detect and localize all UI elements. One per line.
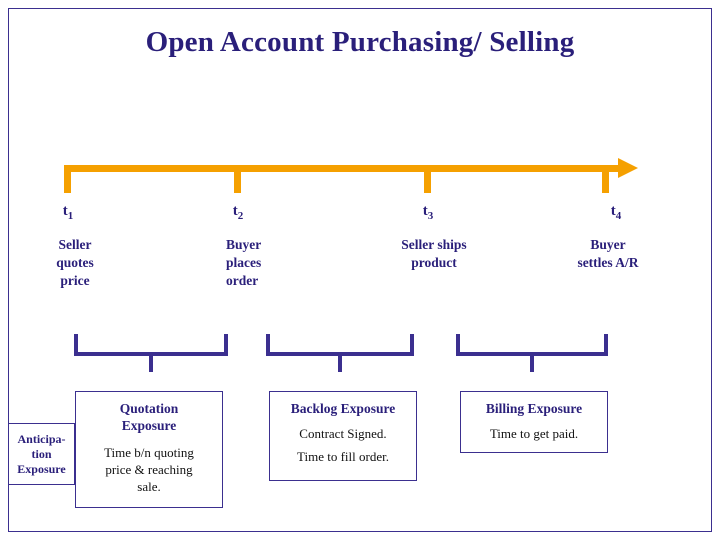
event-label-4: Buyer settles A/R: [548, 236, 668, 272]
event-label-1-line-2: quotes: [56, 255, 94, 270]
bracket-billing-stem: [530, 356, 534, 372]
anticipation-line-3: Exposure: [17, 461, 66, 476]
exposure-quotation-title-line-2: Exposure: [121, 418, 177, 433]
event-label-3-line-1: Seller ships: [401, 237, 467, 252]
bracket-backlog-stem: [338, 356, 342, 372]
exposure-billing-title: Billing Exposure: [485, 401, 583, 416]
exposure-backlog-body-line-1: Contract Signed.: [299, 426, 387, 441]
bracket-quotation: [74, 334, 228, 356]
timeline-label-t3-base: t: [422, 203, 428, 219]
slide-border: [8, 8, 712, 532]
anticipation-exposure-box: Anticipa- tion Exposure: [9, 423, 75, 485]
timeline-tick-2: [234, 165, 241, 193]
timeline-label-t4-base: t: [610, 203, 616, 219]
anticipation-line-2: tion: [31, 446, 52, 461]
bracket-backlog: [266, 334, 414, 356]
timeline-tick-1: [64, 165, 71, 193]
event-label-1-line-1: Seller: [58, 237, 92, 252]
event-label-2-line-3: order: [226, 273, 259, 288]
timeline-label-t1: t1: [48, 203, 88, 222]
timeline-label-t4-sub: 4: [615, 210, 622, 222]
timeline-label-t4: t4: [596, 203, 636, 222]
exposure-quotation-body-line-3: sale.: [137, 479, 161, 494]
timeline-tick-3: [424, 165, 431, 193]
timeline-axis: [64, 165, 622, 172]
timeline-label-t2-sub: 2: [237, 210, 244, 222]
exposure-box-billing: Billing Exposure Time to get paid.: [460, 391, 608, 453]
timeline-tick-4: [602, 165, 609, 193]
event-label-3: Seller ships product: [374, 236, 494, 272]
event-label-2-line-1: Buyer: [226, 237, 262, 252]
exposure-quotation-title-line-1: Quotation: [119, 401, 179, 416]
page-title: Open Account Purchasing/ Selling: [145, 26, 575, 58]
event-label-2: Buyer places order: [192, 236, 346, 290]
timeline-label-t2-base: t: [232, 203, 238, 219]
bracket-billing: [456, 334, 608, 356]
exposure-box-backlog: Backlog Exposure Contract Signed. Time t…: [269, 391, 417, 481]
exposure-backlog-title: Backlog Exposure: [290, 401, 396, 416]
timeline-label-t3-sub: 3: [427, 210, 434, 222]
exposure-backlog-body-line-2: Time to fill order.: [297, 449, 389, 464]
event-label-2-line-2: places: [226, 255, 262, 270]
anticipation-exposure-label: Anticipa- tion Exposure: [17, 432, 65, 477]
event-label-1: Seller quotes price: [15, 236, 135, 290]
timeline-label-t1-sub: 1: [67, 210, 74, 222]
exposure-quotation-body-line-2: price & reaching: [105, 462, 193, 477]
event-label-4-line-1: Buyer: [590, 237, 626, 252]
exposure-box-quotation: Quotation Exposure Time b/n quoting pric…: [75, 391, 223, 508]
event-label-4-line-2: settles A/R: [577, 255, 639, 270]
timeline-label-t1-base: t: [62, 203, 68, 219]
event-label-1-line-3: price: [60, 273, 90, 288]
exposure-billing-body-line-1: Time to get paid.: [489, 426, 579, 441]
timeline-label-t2: t2: [218, 203, 258, 222]
timeline-arrowhead-icon: [618, 158, 638, 178]
bracket-quotation-stem: [149, 356, 153, 372]
timeline-label-t3: t3: [408, 203, 448, 222]
anticipation-line-1: Anticipa-: [17, 431, 66, 446]
event-label-3-line-2: product: [411, 255, 457, 270]
exposure-quotation-body-line-1: Time b/n quoting: [104, 445, 194, 460]
